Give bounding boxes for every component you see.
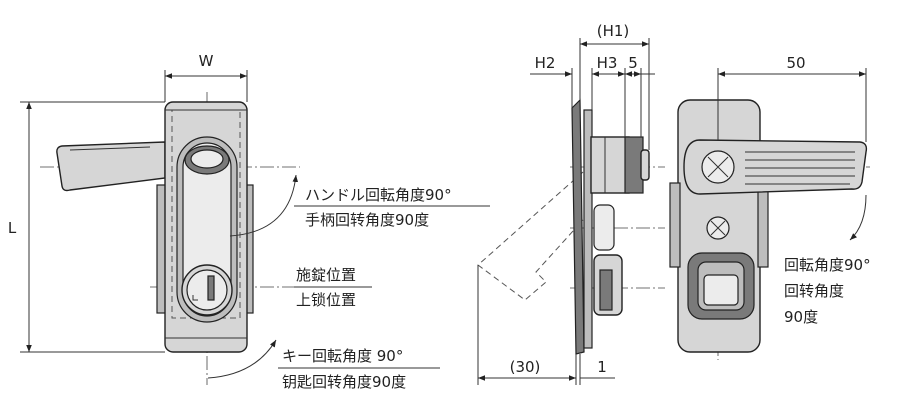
side-view [477,98,665,355]
dim-h1-label: (H1) [597,22,630,40]
dim-h2-label: H2 [535,54,556,72]
dim-h1: (H1) [579,22,650,150]
dim-5-label: 5 [628,54,638,72]
note-handle-angle: ハンドル回転角度90° 手柄回转角度90度 [294,186,490,229]
note-handle-angle-cn: 手柄回转角度90度 [305,211,429,229]
lever-handle [56,141,166,192]
note-lock-position: 施錠位置 上锁位置 [294,266,372,309]
dim-w-label: W [199,52,214,70]
note-lock-position-cn: 上锁位置 [296,291,356,309]
front-view [40,92,300,385]
note-rear-rotation-line1: 回転角度90° [784,256,871,274]
dim-w: W [164,52,248,102]
rear-view [669,99,870,360]
key-slot-icon [207,275,215,301]
dim-h2-h3-5: H2 H3 5 [530,54,655,137]
note-key-angle-jp: キー回転角度 90° [282,347,403,365]
dim-50: 50 [717,54,867,142]
phantom-handle [477,171,584,301]
dim-l: L [8,101,165,353]
dim-h3-label: H3 [597,54,618,72]
dim-50-label: 50 [786,54,805,72]
panel-plate [571,98,585,355]
rear-lever [683,139,868,195]
note-rear-rotation-line2: 回转角度 [784,282,844,300]
dim-1-label: 1 [597,358,607,376]
note-rear-rotation-line3: 90度 [784,308,818,326]
note-rear-rotation: 回転角度90° 回转角度 90度 [784,256,871,326]
note-key-angle-cn: 钥匙回转角度90度 [282,373,406,391]
note-lock-position-jp: 施錠位置 [296,266,356,284]
dim-30-1: (30) 1 [477,265,615,385]
note-key-angle: キー回転角度 90° 钥匙回转角度90度 [278,347,440,391]
dim-l-label: L [8,219,17,237]
note-handle-angle-jp: ハンドル回転角度90° [305,186,452,204]
side-body [583,109,593,349]
dim-30-label: (30) [510,358,541,376]
